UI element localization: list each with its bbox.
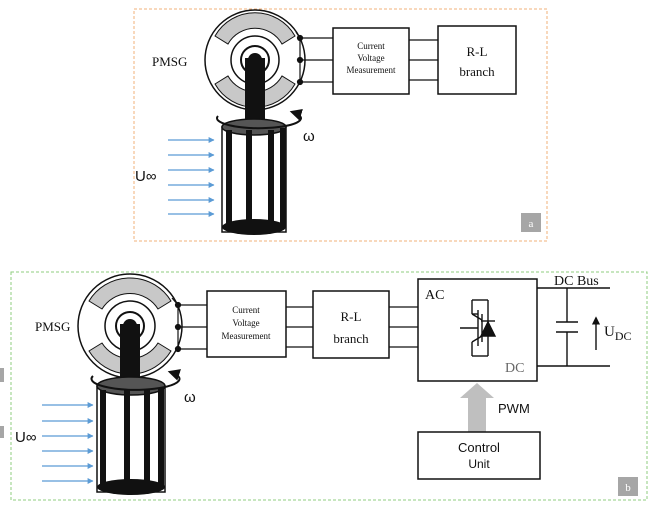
- turbine-a: [216, 58, 303, 235]
- rl-line-1-a: R-L: [467, 44, 488, 59]
- udc-subscript: DC: [615, 329, 632, 343]
- panel-tag-b: b: [625, 482, 631, 494]
- control-line-2: Unit: [468, 457, 490, 471]
- measurement-line-3-b: Measurement: [222, 331, 271, 341]
- udc-main: U: [604, 324, 615, 340]
- rl-branch-block-a: [437, 25, 517, 95]
- panel-tag-a-bg: [521, 213, 541, 232]
- rl-line-2-b: branch: [333, 331, 369, 346]
- panel-a-frame: [133, 8, 548, 242]
- measurement-line-1-a: Current: [357, 41, 385, 51]
- rl-line-2-a: branch: [459, 64, 495, 79]
- control-unit-block: [417, 431, 541, 480]
- turbine-b: [90, 324, 181, 495]
- panel-b: PMSG ω U∞: [10, 271, 648, 501]
- converter-dc-label: DC: [505, 361, 524, 376]
- dc-bus-label: DC Bus: [554, 274, 599, 289]
- converter-ac-label: AC: [425, 288, 444, 303]
- pmsg-label-a: PMSG: [152, 54, 187, 69]
- three-phase-lines-b: [171, 297, 418, 353]
- measurement-line-3-a: Measurement: [347, 65, 396, 75]
- control-line-1: Control: [458, 440, 500, 455]
- rl-line-1-b: R-L: [341, 309, 362, 324]
- edge-mark-1: [0, 368, 4, 382]
- pmsg-label-b: PMSG: [35, 319, 70, 334]
- pwm-label: PWM: [498, 401, 530, 416]
- omega-label-a: ω: [303, 128, 315, 145]
- panel-a: PMSG ω U∞: [133, 8, 548, 242]
- measurement-block-b: [206, 290, 287, 358]
- panel-tag-a: a: [529, 218, 534, 230]
- wind-speed-label-a: U∞: [135, 168, 157, 185]
- panel-tag-b-bg: [618, 477, 638, 496]
- pwm-arrow: [460, 383, 494, 432]
- wind-arrows-a: [168, 137, 215, 217]
- udc-label: UDC: [604, 324, 632, 343]
- three-phase-lines-a: [295, 31, 438, 86]
- measurement-block-a: [332, 27, 410, 95]
- igbt-diode-symbol: [460, 299, 497, 357]
- measurement-line-1-b: Current: [232, 305, 260, 315]
- omega-label-b: ω: [184, 389, 196, 406]
- measurement-line-2-a: Voltage: [357, 53, 384, 63]
- wind-arrows-b: [42, 402, 94, 484]
- edge-mark-2: [0, 426, 4, 438]
- panel-b-frame: [10, 271, 648, 501]
- rl-branch-block-b: [312, 290, 390, 359]
- dc-bus-lines: [537, 287, 610, 367]
- measurement-line-2-b: Voltage: [232, 318, 259, 328]
- wind-speed-label-b: U∞: [15, 429, 37, 446]
